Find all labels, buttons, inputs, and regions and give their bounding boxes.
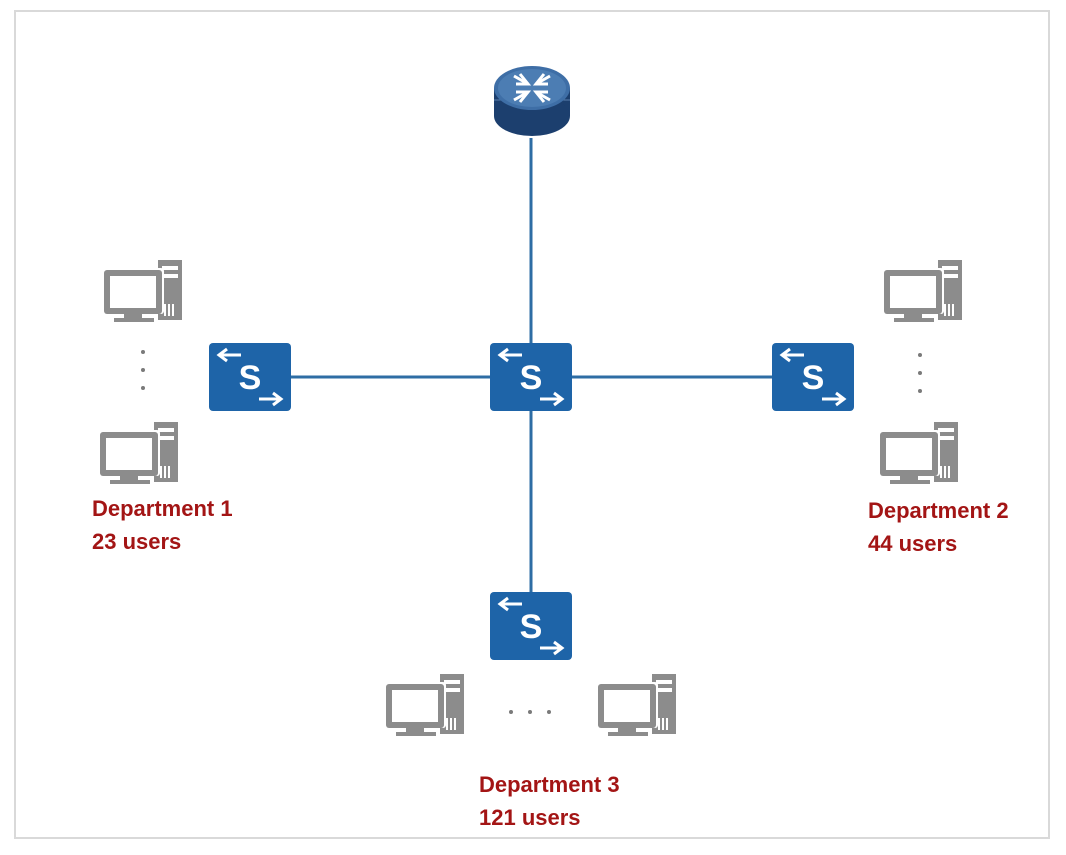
department-2-users: 44 users bbox=[868, 531, 958, 556]
ellipsis-icon bbox=[141, 350, 145, 390]
department-3-users: 121 users bbox=[479, 805, 581, 830]
ellipsis-icon bbox=[509, 710, 551, 714]
links bbox=[288, 138, 774, 594]
ellipsis-icon bbox=[918, 353, 922, 393]
department-3-name: Department 3 bbox=[479, 772, 620, 797]
pc-icon bbox=[596, 674, 676, 736]
switch-icon-department-2 bbox=[770, 341, 856, 413]
switch-icon-department-3 bbox=[488, 590, 574, 662]
department-1-name: Department 1 bbox=[92, 496, 233, 521]
department-1-label: Department 1 23 users bbox=[92, 492, 233, 558]
pc-icon bbox=[882, 260, 962, 322]
department-3-label: Department 3 121 users bbox=[479, 768, 620, 834]
pc-icon bbox=[878, 422, 958, 484]
department-2-name: Department 2 bbox=[868, 498, 1009, 523]
switch-icon-core bbox=[488, 341, 574, 413]
pc-icon bbox=[384, 674, 464, 736]
department-2-label: Department 2 44 users bbox=[868, 494, 1009, 560]
pc-icon bbox=[102, 260, 182, 322]
router-icon bbox=[494, 66, 570, 136]
pc-icon bbox=[98, 422, 178, 484]
department-1-users: 23 users bbox=[92, 529, 182, 554]
switch-icon-department-1 bbox=[207, 341, 293, 413]
